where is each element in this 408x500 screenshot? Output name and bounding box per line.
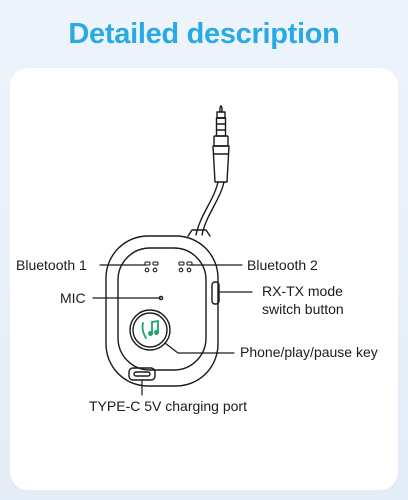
- rx-tx-label-line1: RX-TX mode: [262, 283, 343, 299]
- bluetooth2-led: [178, 261, 193, 273]
- receiver-body: [105, 229, 219, 387]
- charging-port-label: TYPE-C 5V charging port: [89, 398, 247, 414]
- phone-key-label: Phone/play/pause key: [240, 344, 378, 360]
- mic-label: MIC: [60, 290, 86, 306]
- phone-play-pause-button: [129, 309, 171, 351]
- bluetooth2-label: Bluetooth 2: [247, 257, 318, 273]
- cable: [195, 181, 219, 236]
- rx-tx-label-line2: switch button: [262, 301, 344, 317]
- phone-music-icon: [141, 319, 159, 339]
- audio-jack-plug: [212, 105, 230, 183]
- bluetooth1-led: [144, 261, 159, 273]
- page-title: Detailed description: [68, 18, 340, 50]
- rx-tx-switch: [211, 281, 220, 305]
- diagram-card: [10, 68, 398, 490]
- bluetooth1-label: Bluetooth 1: [16, 257, 87, 273]
